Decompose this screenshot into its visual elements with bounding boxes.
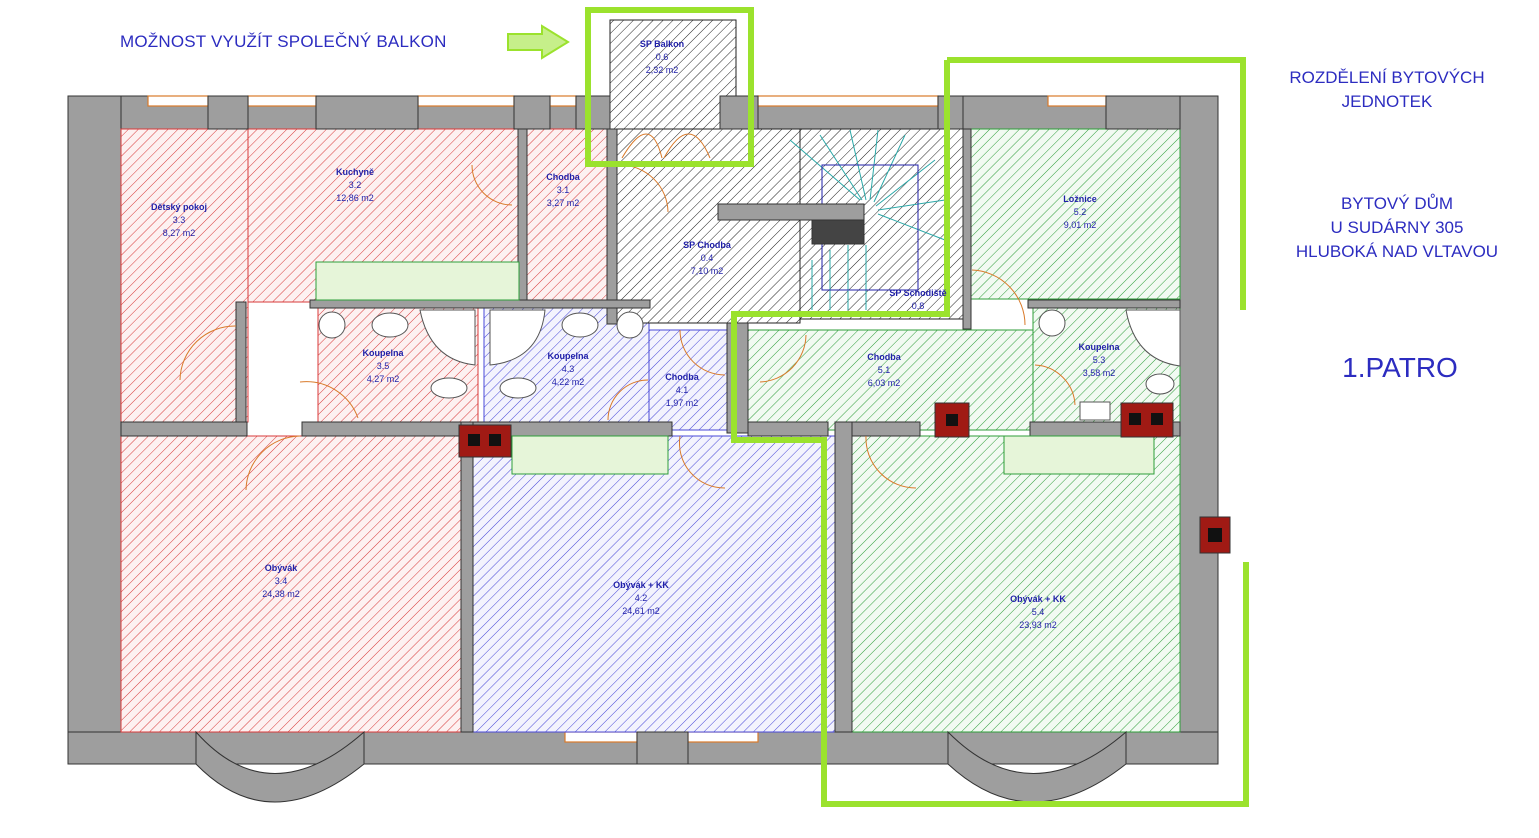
division-title-line-1: ROZDĚLENÍ BYTOVÝCH xyxy=(1289,68,1485,87)
room-r41-number: 4.1 xyxy=(676,385,689,395)
room-labels: SP Balkon 0.6 2,32 m2 Kuchyně 3.2 12,86 m2 Cho… xyxy=(151,39,1121,630)
fixtures xyxy=(315,261,1155,475)
room-r43-number: 4.3 xyxy=(562,364,575,374)
room-r43-area: 4,22 m2 xyxy=(552,377,585,387)
room-r35-name: Koupelna xyxy=(362,348,404,358)
building-title-line-1: BYTOVÝ DŮM xyxy=(1340,194,1454,213)
room-r06-number: 0.6 xyxy=(656,52,669,62)
division-title: ROZDĚLENÍ BYTOVÝCH JEDNOTEK xyxy=(1262,66,1512,114)
room-r53-name: Koupelna xyxy=(1078,342,1120,352)
floor-label: 1.PATRO xyxy=(1342,352,1458,383)
room-r52-name: Ložnice xyxy=(1063,194,1097,204)
room-r32-number: 3.2 xyxy=(349,180,362,190)
room-r34-number: 3.4 xyxy=(275,576,288,586)
room-r54-area: 23,93 m2 xyxy=(1019,620,1057,630)
building-title-line-3: HLUBOKÁ NAD VLTAVOU xyxy=(1295,242,1499,261)
room-r43-name: Koupelna xyxy=(547,351,589,361)
room-r31-area: 3,27 m2 xyxy=(547,198,580,208)
doors xyxy=(179,133,1076,491)
room-r32-name: Kuchyně xyxy=(336,167,374,177)
room-r31-number: 3.1 xyxy=(557,185,570,195)
room-r04-area: 7,10 m2 xyxy=(691,266,724,276)
room-r54-name: Obývák + KK xyxy=(1010,594,1066,604)
outer-walls xyxy=(67,95,1219,765)
room-r35-area: 4,27 m2 xyxy=(367,374,400,384)
room-r53-number: 5.3 xyxy=(1093,355,1106,365)
room-r33-number: 3.3 xyxy=(173,215,186,225)
room-r41-area: 1,97 m2 xyxy=(666,398,699,408)
room-r53-area: 3,58 m2 xyxy=(1083,368,1116,378)
room-r08-number: 0.8 xyxy=(912,301,925,311)
room-r51-name: Chodba xyxy=(867,352,901,362)
room-r52-area: 9,01 m2 xyxy=(1064,220,1097,230)
room-r08-name: SP Schodiště xyxy=(889,288,946,298)
bathroom-fixtures xyxy=(318,309,1181,421)
division-title-line-2: JEDNOTEK xyxy=(1341,92,1433,111)
room-r34-area: 24,38 m2 xyxy=(262,589,300,599)
room-r51-area: 6,03 m2 xyxy=(868,378,901,388)
room-r33-area: 8,27 m2 xyxy=(163,228,196,238)
chimney-flues xyxy=(468,413,1222,542)
room-r42-name: Obývák + KK xyxy=(613,580,669,590)
balcony-arrow xyxy=(507,24,570,60)
room-r32-area: 12,86 m2 xyxy=(336,193,374,203)
room-r33-name: Dětský pokoj xyxy=(151,202,207,212)
room-r52-number: 5.2 xyxy=(1074,207,1087,217)
room-r41-name: Chodba xyxy=(665,372,699,382)
room-r35-number: 3.5 xyxy=(377,361,390,371)
room-r04-name: SP Chodba xyxy=(683,240,732,250)
room-r31-name: Chodba xyxy=(546,172,580,182)
room-r54-number: 5.4 xyxy=(1032,607,1045,617)
apartment-5-area xyxy=(747,128,1181,733)
building-title-line-2: U SUDÁRNY 305 xyxy=(1330,218,1464,237)
room-r51-number: 5.1 xyxy=(878,365,891,375)
staircase xyxy=(717,129,946,310)
bay-windows xyxy=(195,730,1127,803)
room-r06-area: 2,32 m2 xyxy=(646,65,679,75)
room-r06-name: SP Balkon xyxy=(640,39,684,49)
room-r42-area: 24,61 m2 xyxy=(622,606,660,616)
room-r04-number: 0.4 xyxy=(701,253,714,263)
room-r42-number: 4.2 xyxy=(635,593,648,603)
building-title: BYTOVÝ DŮM U SUDÁRNY 305 HLUBOKÁ NAD VLT… xyxy=(1262,192,1532,264)
room-r34-name: Obývák xyxy=(265,563,299,573)
highlight-outlines xyxy=(585,7,1249,807)
balcony-note: MOŽNOST VYUŽÍT SPOLEČNÝ BALKON xyxy=(120,32,447,51)
